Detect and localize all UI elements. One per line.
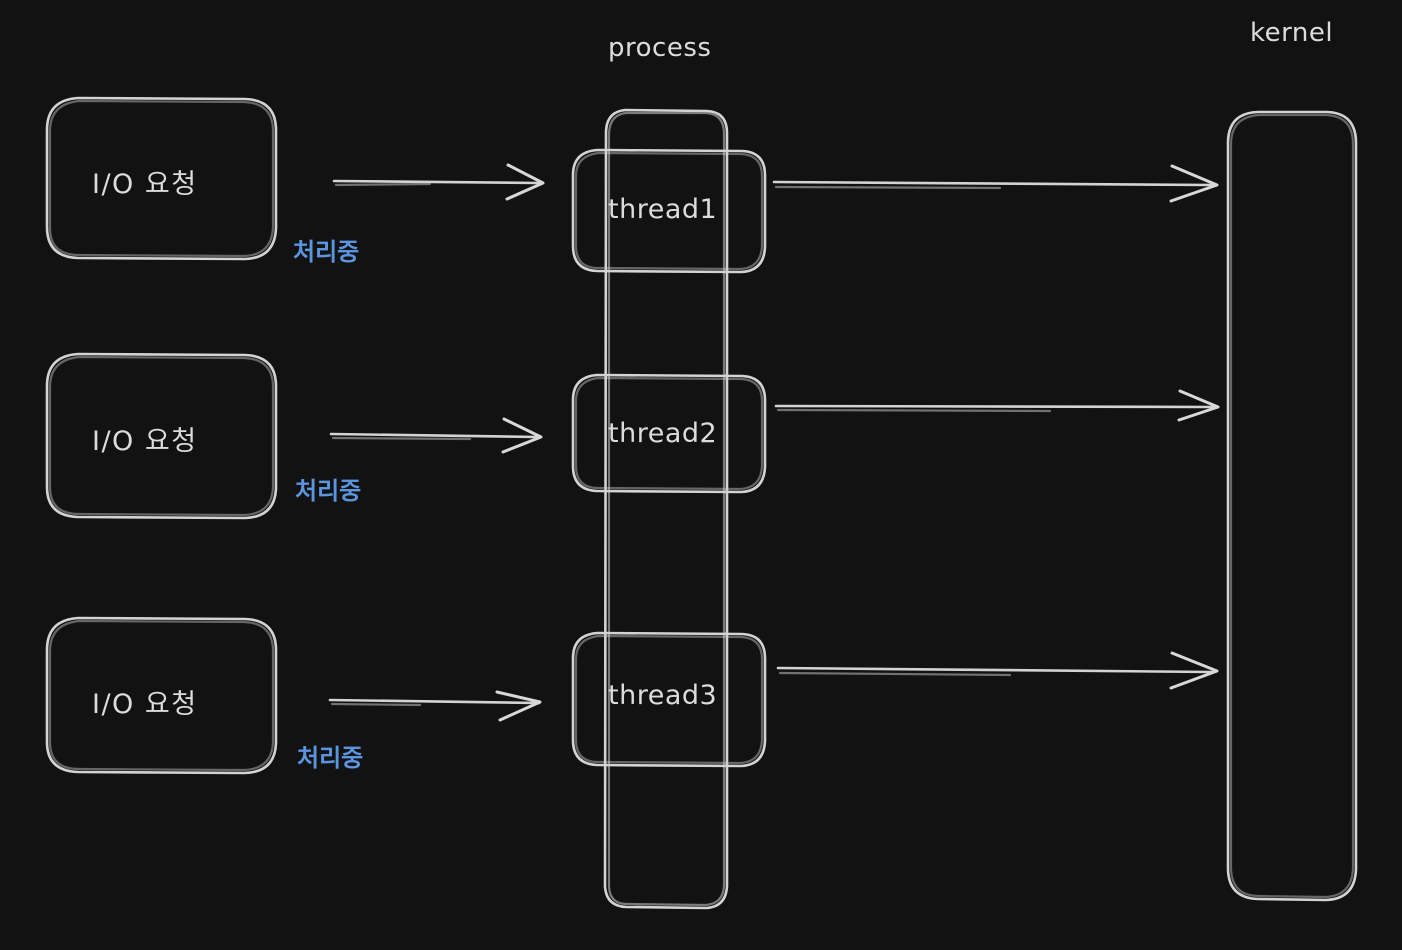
kernel-label: kernel: [1250, 18, 1334, 48]
process-label: process: [608, 33, 712, 63]
status-label-2: 처리중: [295, 477, 362, 505]
thread-box-1-shape: [571, 148, 767, 274]
io-request-label-3: I/O 요청: [92, 689, 198, 720]
io-request-label-1: I/O 요청: [92, 169, 198, 200]
status-label-3: 처리중: [297, 744, 364, 772]
kernel-box-shape: [1226, 110, 1358, 902]
arrow-request-to-thread-1: [332, 163, 545, 201]
io-request-box-3-shape: [45, 616, 278, 775]
arrow-request-to-thread-2: [329, 417, 543, 454]
arrow-thread-to-kernel-1: [772, 164, 1219, 203]
thread-box-2-shape: [571, 373, 767, 494]
thread-label-3: thread3: [608, 680, 718, 711]
arrow-request-to-thread-3: [328, 690, 542, 722]
thread-box-3-shape: [571, 631, 767, 768]
io-request-box-2-shape: [45, 352, 278, 520]
process-container-shape: [603, 108, 729, 910]
io-request-label-2: I/O 요청: [92, 426, 198, 457]
status-label-1: 처리중: [293, 238, 360, 266]
arrow-thread-to-kernel-2: [774, 389, 1220, 422]
thread-label-1: thread1: [608, 194, 718, 225]
arrow-thread-to-kernel-3: [776, 651, 1219, 690]
io-request-box-1-shape: [45, 96, 278, 261]
thread-label-2: thread2: [608, 418, 718, 449]
